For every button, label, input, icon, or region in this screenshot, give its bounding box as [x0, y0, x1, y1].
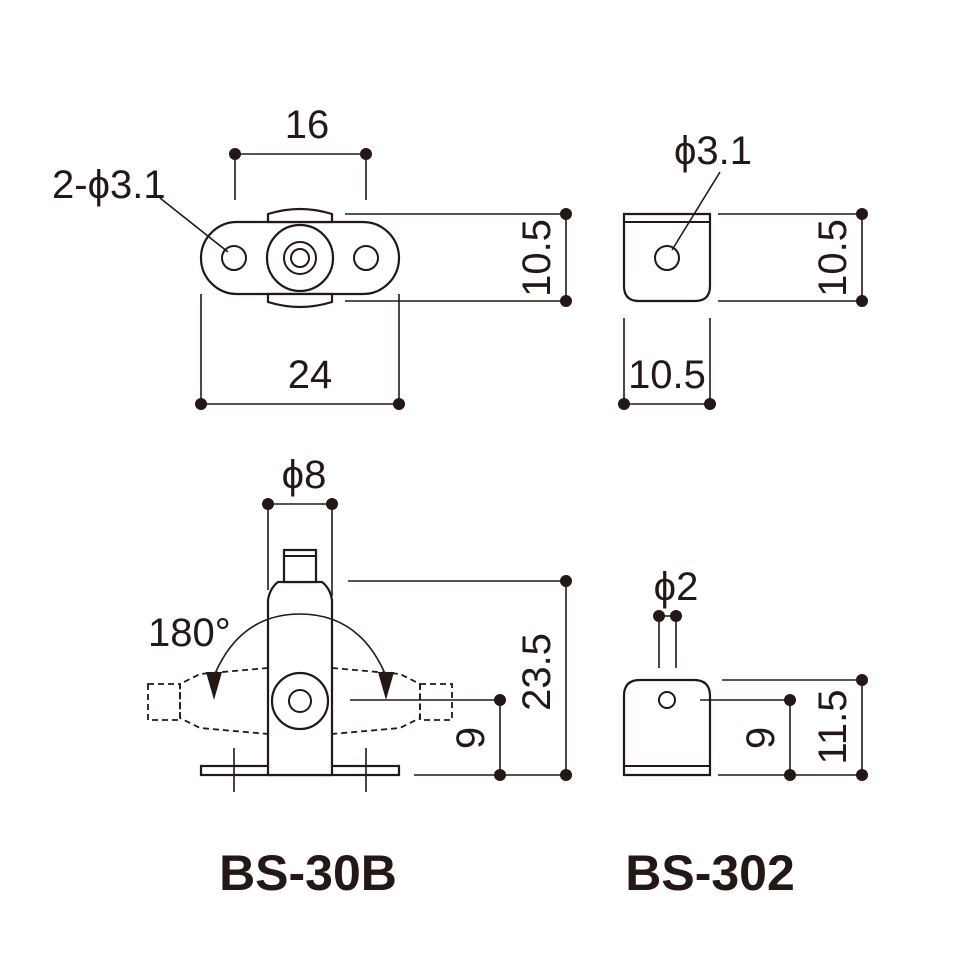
- dim-8-end-left: [262, 498, 274, 510]
- dim-8-end-right: [326, 498, 338, 510]
- dim-bs302-9-end-top: [784, 694, 796, 706]
- bs30b-arm-rotated-right: [331, 667, 421, 735]
- bs30b-pin: [282, 548, 318, 584]
- dim-bs302-w-end-left: [618, 398, 630, 410]
- dim-bs302-width-label: 10.5: [628, 353, 706, 397]
- bs302-hole-leader: [671, 171, 721, 251]
- dim-bs302-9-end-bottom: [784, 769, 796, 781]
- bs30b-top-boss-core: [290, 248, 310, 268]
- dim-23-5-end-bottom: [560, 769, 572, 781]
- dim-23-5-end-top: [560, 575, 572, 587]
- bs30b-top-knuckle-upper: [266, 207, 334, 224]
- dim-height-label: 10.5: [515, 219, 559, 297]
- dim-11-5-end-bottom: [856, 769, 868, 781]
- model-label-bs30b: BS-30B: [219, 845, 397, 901]
- dim-holes-label: 2-ϕ3.1: [52, 163, 166, 207]
- bs30b-side-boss-inner: [288, 689, 312, 713]
- dim-bs302-w-end-right: [704, 398, 716, 410]
- bs30b-top-knuckle-lower: [266, 292, 334, 309]
- dim-16-end-right: [360, 148, 372, 160]
- bs30b-top-hole-left: [221, 245, 247, 271]
- model-label-bs302: BS-302: [625, 845, 795, 901]
- dim-2-end-left: [653, 610, 665, 622]
- dim-2-end-right: [670, 610, 682, 622]
- bs30b-top-boss-ring: [283, 241, 317, 275]
- bs302-side-hole: [658, 691, 676, 709]
- bs302-side-view: ϕ2 9 11.5: [622, 565, 868, 781]
- dim-rotation-label: 180°: [148, 611, 231, 655]
- dim-bs302-axis-height-label: 9: [739, 727, 783, 749]
- dim-hole-spacing-label: 16: [285, 103, 330, 147]
- dim-10-5-end-bottom: [560, 295, 572, 307]
- dim-9-end-top: [494, 694, 506, 706]
- dim-diameter-label: ϕ8: [282, 453, 327, 497]
- dim-width-label: 24: [288, 353, 333, 397]
- dim-axis-height-label: 9: [449, 727, 493, 749]
- dim-pin-diameter-label: ϕ2: [654, 565, 699, 609]
- bs30b-top-boss: [265, 223, 335, 293]
- bs302-side-body: [622, 678, 712, 777]
- dim-24-end-left: [195, 398, 207, 410]
- rotation-arrow-left: [206, 672, 222, 700]
- dim-bs302-height-label: 10.5: [811, 219, 855, 297]
- dim-bs302-hole-label: ϕ3.1: [674, 129, 752, 173]
- dim-24-end-right: [393, 398, 405, 410]
- dim-total-height-label: 23.5: [515, 633, 559, 711]
- bs30b-side-view: 180° ϕ8 23.5 9: [147, 453, 572, 792]
- bs302-top-view: ϕ3.1 10.5 10.5: [618, 129, 868, 410]
- bs30b-side-boss: [270, 671, 330, 731]
- bs30b-arm-rotated-left-tip: [147, 683, 181, 721]
- dim-16-end-left: [229, 148, 241, 160]
- bs30b-arm-rotated-left: [179, 667, 269, 735]
- bs30b-top-view: 16 2-ϕ3.1 10.5 24: [52, 103, 572, 410]
- bs30b-top-hole-right: [353, 245, 379, 271]
- rotation-arc-right: [299, 613, 387, 677]
- dim-10-5-end-top: [560, 208, 572, 220]
- rotation-arc-left: [213, 613, 301, 677]
- bs30b-arm-rotated-right-tip: [419, 683, 453, 721]
- dim-bs302-total-height-label: 11.5: [811, 690, 855, 765]
- dim-bs302-h-end-bottom: [856, 295, 868, 307]
- dim-9-end-bottom: [494, 769, 506, 781]
- bs302-top-plate: [622, 212, 712, 303]
- bs302-top-hole: [654, 245, 680, 271]
- holes-leader: [159, 197, 229, 253]
- dim-bs302-h-end-top: [856, 208, 868, 220]
- dim-11-5-end-top: [856, 674, 868, 686]
- rotation-arrow-right: [378, 672, 394, 700]
